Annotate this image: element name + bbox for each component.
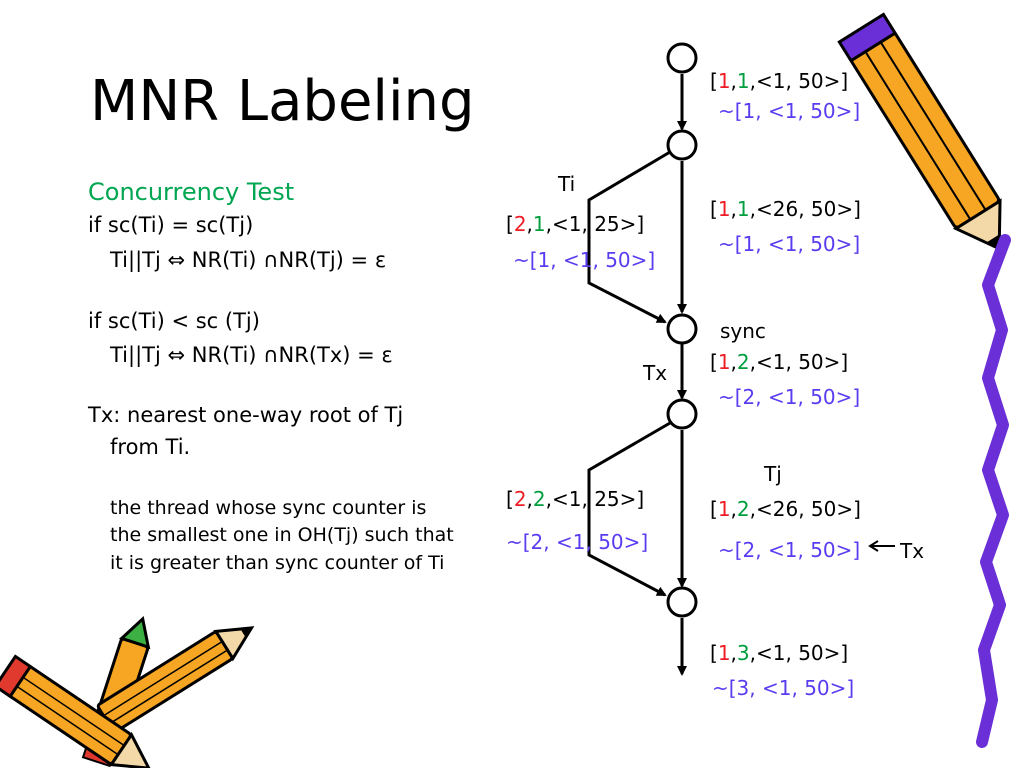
text-line-2: Ti||Tj ⇔ NR(Ti) ∩NR(Tj) = ε	[110, 248, 387, 272]
thread-name-tx: Tx	[643, 361, 668, 385]
nr-label-thread-tj: ~[2, <1, 50>]	[718, 538, 861, 562]
label-thread-tj: [1,2,<26, 50>]	[710, 497, 861, 521]
nr-label-branch-two: ~[2, <1, 50>]	[506, 530, 649, 554]
pencil-icon	[0, 654, 152, 768]
squiggle-border	[976, 234, 1011, 748]
text-line-1: if sc(Ti) = sc(Tj)	[88, 213, 254, 237]
slide-subtitle: Concurrency Test	[88, 178, 295, 206]
tx-pointer-label: Tx	[900, 539, 925, 563]
label-thread-ti: [2,1,<1, 25>]	[506, 212, 645, 236]
nr-label-node-sync: ~[2, <1, 50>]	[718, 385, 861, 409]
pencil-icon	[837, 12, 1002, 252]
label-branch-two: [2,2,<1, 25>]	[506, 487, 645, 511]
pencil-icon	[96, 626, 255, 734]
nr-label-thread-ti: ~[1, <1, 50>]	[513, 248, 656, 272]
nr-label-node-start: ~[1, <1, 50>]	[718, 99, 861, 123]
nr-label-node-fork-1: ~[1, <1, 50>]	[718, 232, 861, 256]
text-line-5: Tx: nearest one-way root of Tj	[88, 403, 404, 427]
label-node-fork-1: [1,1,<26, 50>]	[710, 197, 861, 221]
slide-title: MNR Labeling	[90, 69, 475, 134]
label-node-start: [1,1,<1, 50>]	[710, 69, 849, 93]
thread-name-ti: Ti	[558, 172, 576, 196]
node-sync	[666, 313, 698, 345]
definition-line-1: the thread whose sync counter is	[110, 497, 427, 519]
thread-name-sync: sync	[720, 319, 766, 343]
definition-line-2: the smallest one in OH(Tj) such that	[110, 524, 454, 546]
text-line-6: from Ti.	[110, 435, 191, 459]
node-fork-2	[666, 398, 698, 430]
branch-two	[587, 421, 671, 597]
text-line-4: Ti||Tj ⇔ NR(Ti) ∩NR(Tx) = ε	[110, 343, 393, 367]
label-node-sync: [1,2,<1, 50>]	[710, 350, 849, 374]
node-join-2	[666, 586, 698, 618]
label-node-end: [1,3,<1, 50>]	[710, 641, 849, 665]
node-fork-1	[666, 129, 698, 161]
node-start	[666, 42, 698, 74]
tx-arrow-icon	[868, 540, 895, 552]
branch-ti	[587, 150, 671, 324]
nr-label-node-end: ~[3, <1, 50>]	[712, 676, 855, 700]
definition-line-3: it is greater than sync counter of Ti	[110, 552, 445, 574]
text-line-3: if sc(Ti) < sc (Tj)	[88, 309, 260, 333]
thread-name-tj: Tj	[764, 462, 782, 486]
